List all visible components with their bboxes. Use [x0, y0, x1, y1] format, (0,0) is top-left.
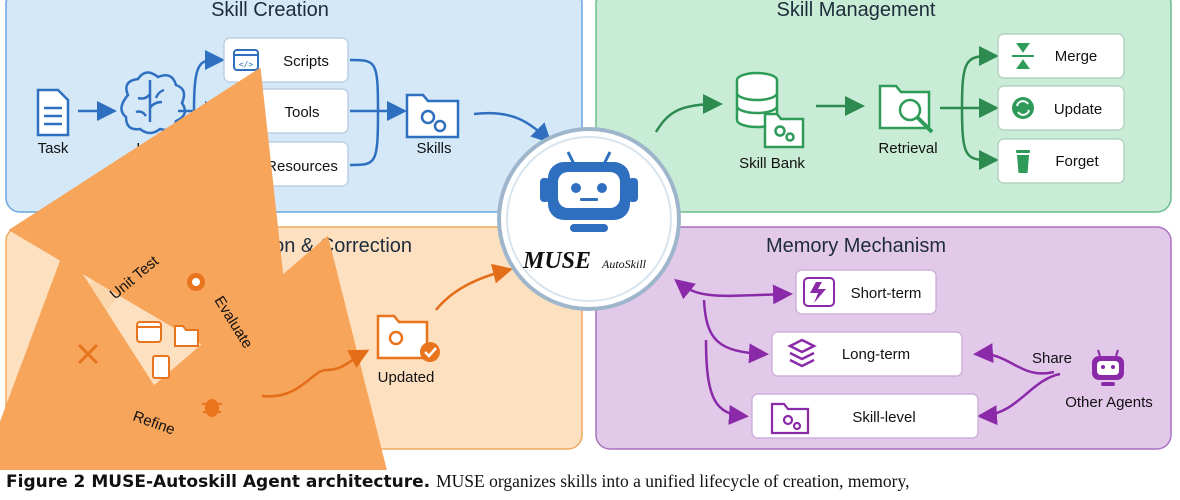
layers-icon [787, 338, 817, 368]
task-icon [36, 88, 70, 137]
memory-arrows [674, 278, 1061, 426]
long-term-box: Long-term [771, 331, 963, 377]
short-term-box: Short-term [795, 269, 937, 315]
forget-box: Forget [997, 138, 1125, 184]
trash-icon [1016, 150, 1030, 173]
arrow-cycle-updated [261, 349, 370, 398]
merge-lines [349, 58, 398, 167]
cycle-center-icons [136, 321, 199, 379]
resources-box: Resources [223, 141, 349, 187]
other-agent-robot-icon [1092, 349, 1124, 386]
architecture-diagram: Skill Creation Task LLM </> Scripts [0, 0, 1172, 470]
skill-management-panel: Skill Management Skill Bank Retrieval [595, 0, 1172, 213]
retrieval-label: Retrieval [878, 140, 937, 157]
merge-label: Merge [1055, 48, 1098, 65]
scripts-box: </> Scripts [223, 37, 349, 83]
self-evolution-panel: Self-Evolution & Correction Unit Test Ev… [0, 67, 583, 470]
llm-label: LLM [136, 140, 165, 157]
lightning-icon [810, 282, 826, 303]
muse-logo-main: MUSE [522, 248, 591, 274]
short-term-label: Short-term [851, 285, 922, 302]
arrow-muse-skillbank [654, 94, 723, 133]
long-term-label: Long-term [842, 346, 910, 363]
task-label: Task [38, 140, 69, 157]
evolution-cycle [0, 67, 402, 470]
skill-folder-icon [770, 402, 810, 435]
updated-folder-icon [376, 314, 440, 362]
scripts-label: Scripts [283, 53, 329, 70]
tools-small-icon [78, 344, 98, 364]
forget-label: Forget [1055, 153, 1099, 170]
skills-label: Skills [416, 140, 451, 157]
other-agents-label: Other Agents [1065, 394, 1153, 411]
skill-management-title: Skill Management [777, 0, 936, 21]
skills-folder-icon [405, 93, 460, 139]
caption-figure-number: Figure 2 [6, 472, 86, 492]
code-icon: </> [239, 60, 254, 69]
merge-icon [1012, 43, 1034, 69]
update-box: Update [997, 85, 1125, 131]
caption-text: MUSE organizes skills into a unified lif… [436, 471, 910, 491]
arrow-updated-muse [435, 263, 513, 311]
database-icon [735, 71, 805, 149]
update-label: Update [1054, 101, 1102, 118]
resources-label: Resources [266, 158, 338, 175]
tools-label: Tools [284, 104, 319, 121]
management-branch-lines [940, 54, 991, 162]
retrieval-folder-icon [878, 84, 934, 134]
skill-bank-label: Skill Bank [739, 155, 805, 172]
self-evolution-title: Self-Evolution & Correction [172, 235, 412, 257]
merge-box: Merge [997, 33, 1125, 79]
muse-logo-sub: AutoSkill [601, 257, 647, 271]
skill-creation-title: Skill Creation [211, 0, 329, 21]
muse-center: MUSE AutoSkill [497, 127, 681, 311]
skill-level-label: Skill-level [852, 409, 915, 426]
updated-label: Updated [378, 369, 435, 386]
caption-title: MUSE-Autoskill Agent architecture. [91, 472, 431, 492]
memory-panel: Memory Mechanism Short-term Long-term [595, 226, 1172, 450]
skill-level-box: Skill-level [751, 393, 979, 439]
arrow-skills-muse [473, 111, 552, 144]
share-label: Share [1032, 350, 1072, 367]
muse-robot-icon [540, 151, 638, 232]
tools-box: Tools [223, 88, 349, 134]
bug-icon [202, 399, 222, 417]
memory-title: Memory Mechanism [766, 235, 946, 257]
skill-creation-panel: Skill Creation Task LLM </> Scripts [5, 0, 583, 213]
